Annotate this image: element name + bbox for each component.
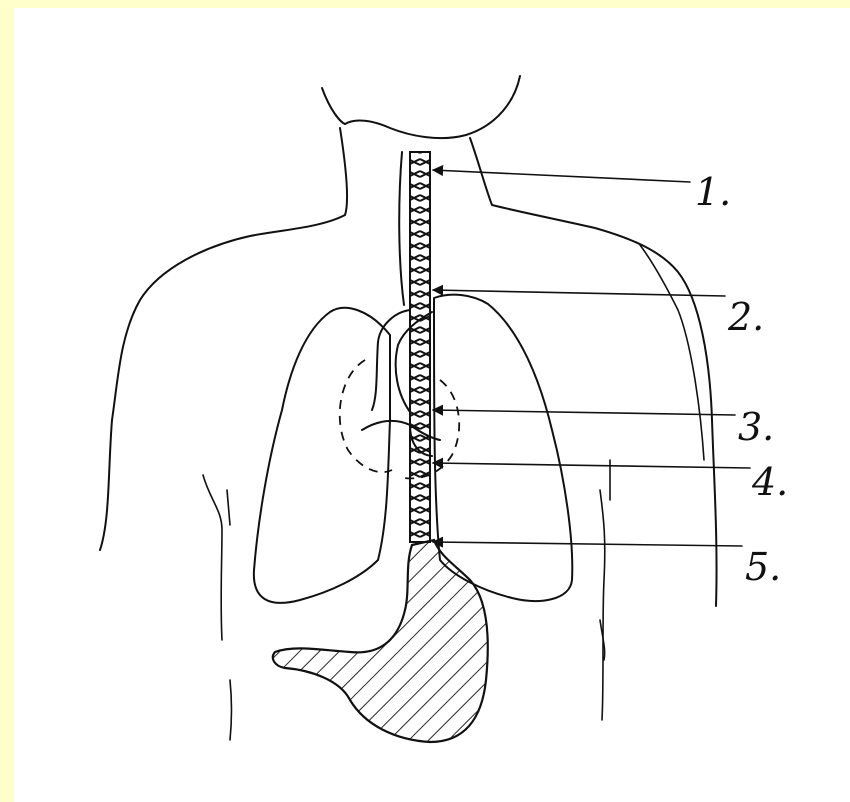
label-4: 4. [751, 460, 788, 504]
pointer-line-4 [433, 463, 750, 468]
callout-3: 3. [433, 405, 774, 449]
pointer-line-1 [433, 170, 690, 182]
callout-2: 2. [433, 290, 764, 339]
esophagus-anatomy-diagram: 1. 2. 3. 4. 5. [14, 8, 850, 802]
arm-fold-right [640, 245, 704, 460]
pointer-line-5 [433, 542, 742, 546]
chin-left [322, 88, 345, 124]
chin-right [345, 76, 520, 138]
callout-1: 1. [433, 170, 731, 214]
hip-line-right [600, 490, 605, 720]
trachea-line [399, 152, 404, 305]
callout-5: 5. [433, 542, 781, 589]
heart-outline [340, 360, 459, 478]
right-lung [254, 308, 390, 603]
diagram-canvas: 1. 2. 3. 4. 5. [14, 8, 850, 802]
side-line-left [230, 680, 232, 740]
pointer-line-2 [433, 290, 725, 296]
left-lung [434, 295, 572, 601]
label-1: 1. [695, 170, 731, 214]
neck-left [100, 128, 347, 550]
esophagus [410, 152, 430, 542]
label-3: 3. [738, 405, 774, 449]
pointer-line-3 [433, 410, 735, 415]
arm-fold-left [203, 475, 222, 640]
neck-right [470, 138, 717, 606]
label-2: 2. [727, 295, 764, 339]
stomach [273, 540, 488, 742]
label-5: 5. [745, 545, 781, 589]
hip-line-left [227, 490, 230, 525]
